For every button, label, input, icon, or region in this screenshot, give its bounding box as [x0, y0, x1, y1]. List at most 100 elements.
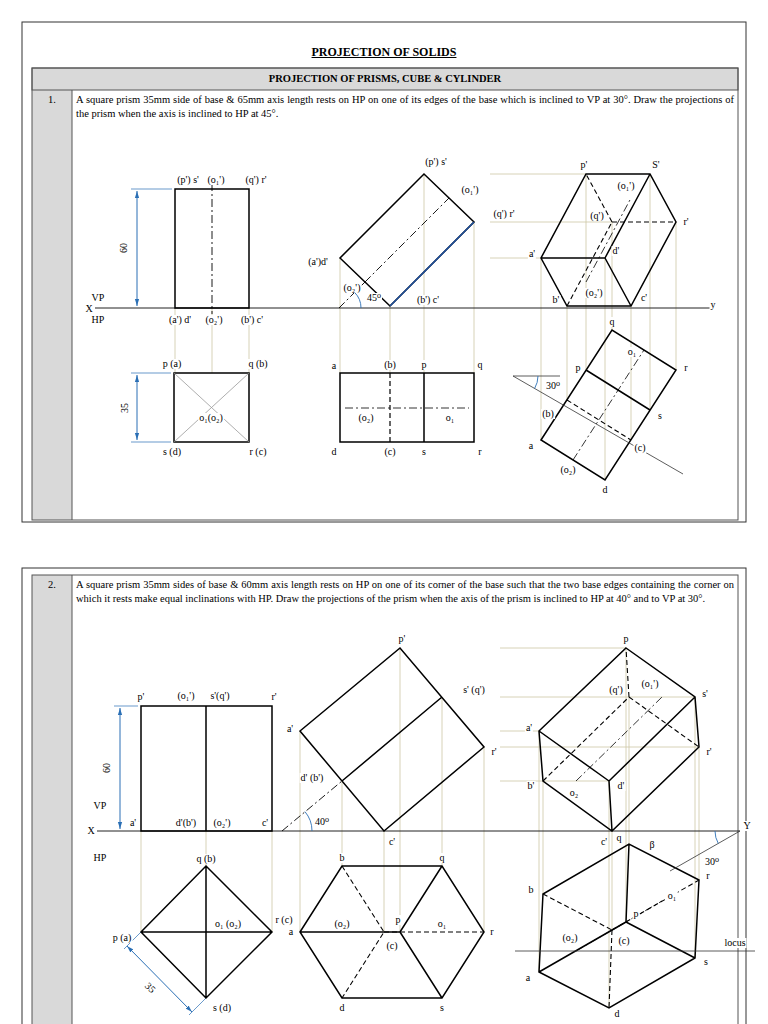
resting-edge: [390, 222, 474, 306]
point-label: r': [682, 217, 689, 227]
angle-arc: [305, 812, 312, 831]
point-label: c': [640, 293, 648, 303]
point-label: 45⁰: [366, 293, 382, 303]
point-label: (o₂): [333, 919, 350, 929]
point-label: (b): [541, 409, 555, 419]
point-label: 40⁰: [314, 817, 330, 827]
extension-lines: [131, 189, 172, 442]
point-label: p: [623, 634, 630, 644]
hidden-edge: [543, 880, 699, 1008]
dimension-line: [137, 375, 138, 440]
point-label: (o₁'): [177, 691, 196, 701]
problem-number: 1.: [32, 93, 72, 107]
point-label: s' (q'): [462, 685, 486, 695]
point-label: p (a): [112, 933, 133, 943]
point-label: (b): [383, 360, 397, 370]
point-label: o₁: [667, 891, 678, 901]
point-label: q: [439, 853, 446, 863]
point-label: o₁: [627, 347, 638, 357]
point-label: (o₂): [357, 413, 374, 423]
table-frame: [32, 68, 738, 520]
point-label: (o₂'): [343, 283, 362, 293]
point-label: S': [651, 160, 660, 170]
point-label: b': [552, 295, 561, 305]
axis-line: [576, 697, 662, 781]
point-label: X: [86, 826, 95, 836]
point-label: 30⁰: [545, 381, 561, 391]
hidden-edge: [567, 174, 676, 306]
point-label: (p') s': [424, 157, 448, 167]
point-label: c': [600, 837, 608, 847]
point-label: r: [705, 871, 710, 881]
point-label: (q'): [589, 211, 604, 221]
point-label: r (c): [249, 447, 268, 457]
point-label: Y: [742, 821, 751, 831]
point-label: s (d): [162, 447, 182, 457]
point-label: (o₁'): [207, 175, 226, 185]
problem-row: 2.A square prism 35mm sides of base & 60…: [32, 575, 738, 609]
hidden-edge: [543, 648, 699, 781]
point-label: p': [580, 160, 589, 170]
point-label: d'(b'): [175, 818, 197, 828]
diagonal-lines: [174, 373, 249, 442]
point-label: (o₂): [559, 465, 576, 475]
point-label: a': [528, 249, 536, 259]
angle-arc: [535, 376, 538, 389]
dimension-value: 60: [119, 242, 129, 254]
point-label: p: [395, 915, 402, 925]
point-label: (c): [383, 447, 396, 457]
point-label: q: [616, 833, 623, 843]
front-view-outline: [539, 648, 699, 831]
point-label: (a')d': [307, 257, 329, 267]
point-label: q (b): [195, 854, 216, 864]
point-label: a': [286, 724, 294, 734]
point-label: β: [648, 840, 655, 850]
point-label: o₂: [569, 788, 580, 798]
point-label: HP: [93, 853, 108, 863]
point-label: o₁: [437, 919, 448, 929]
point-label: (o₂'): [205, 315, 224, 325]
point-label: s': [701, 689, 709, 699]
axis-line: [282, 781, 342, 831]
reference-line: [513, 376, 683, 474]
point-label: q: [609, 317, 616, 327]
dimension-value: 60: [102, 762, 112, 774]
point-label: d': [612, 246, 621, 256]
point-label: r': [490, 747, 497, 757]
point-label: VP: [93, 801, 108, 811]
point-label: X: [84, 304, 93, 314]
point-label: HP: [91, 315, 106, 325]
point-label: s (d): [212, 1003, 232, 1013]
projector-lines: [175, 174, 676, 480]
point-label: o₁(o₂): [198, 413, 224, 423]
number-column: [32, 575, 72, 1024]
point-label: s: [421, 447, 427, 457]
point-label: p: [575, 363, 582, 373]
point-label: y: [710, 300, 717, 310]
point-label: o₁: [445, 413, 456, 423]
point-label: s: [439, 1003, 445, 1013]
point-label: r: [489, 927, 494, 937]
point-label: a': [525, 723, 533, 733]
point-label: (o₁'): [617, 181, 636, 191]
point-label: locus: [723, 938, 746, 948]
top-view-outline: [340, 373, 474, 442]
point-label: r: [477, 447, 482, 457]
point-label: d': [617, 781, 626, 791]
point-label: (c): [385, 941, 398, 951]
angle-arc: [355, 292, 361, 308]
point-label: o₁ (o₂): [214, 919, 242, 929]
page-title: PROJECTION OF SOLIDS: [0, 45, 768, 60]
point-label: d: [614, 1009, 621, 1019]
extension-lines: [114, 706, 206, 1015]
top-view-outline: [174, 373, 249, 442]
point-label: q (b): [247, 359, 268, 369]
point-label: VP: [91, 293, 106, 303]
point-label: p (a): [162, 359, 183, 369]
point-label: q: [477, 360, 484, 370]
point-label: b: [528, 885, 535, 895]
point-label: (q'): [608, 685, 623, 695]
number-column: [32, 90, 72, 520]
problem-statement: A square prism 35mm side of base & 65mm …: [76, 90, 734, 120]
